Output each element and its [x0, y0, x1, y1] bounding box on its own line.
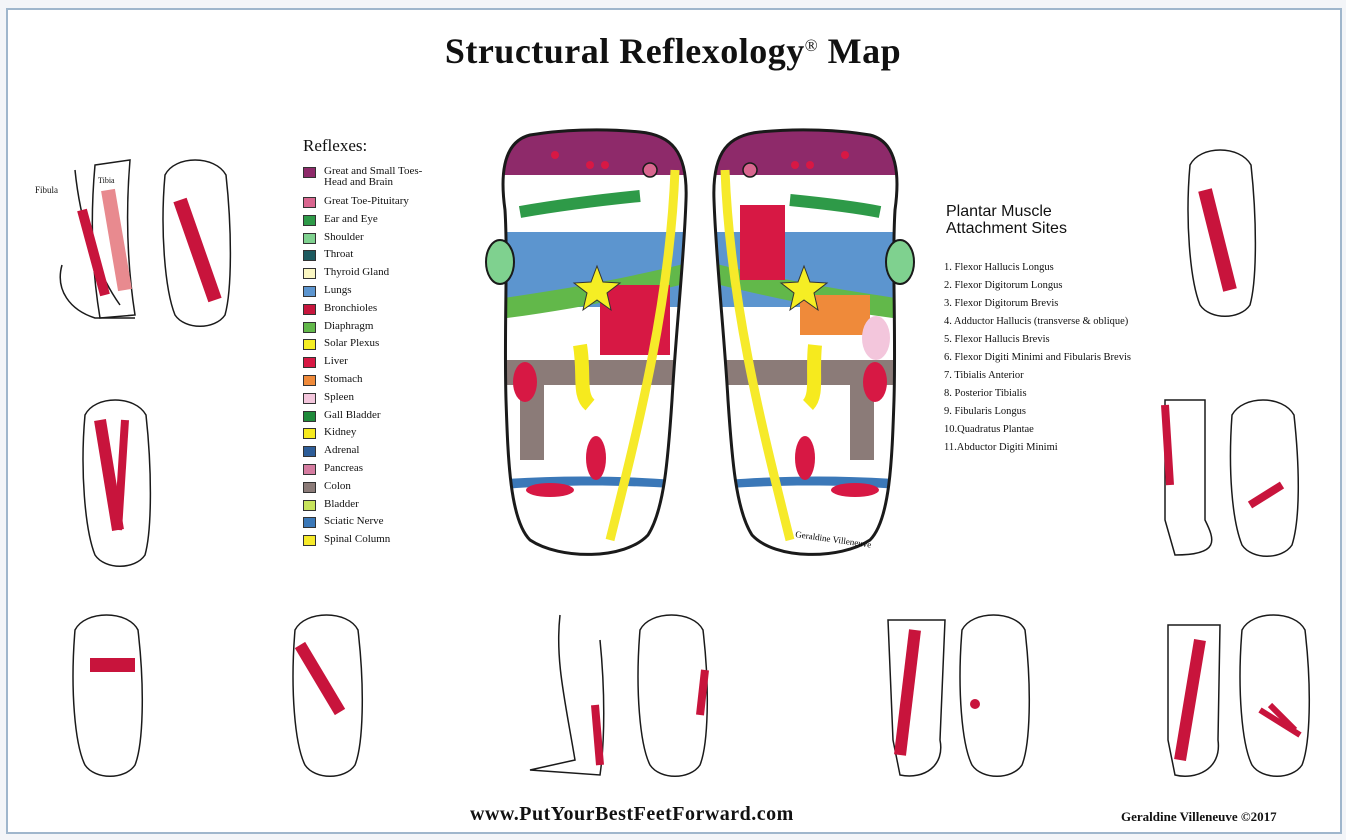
website-link[interactable]: www.PutYourBestFeetForward.com — [470, 803, 794, 826]
foot-sketch-7 — [638, 615, 707, 776]
author-credit: Geraldine Villeneuve ©2017 — [1121, 809, 1277, 825]
leg-sketch-7 — [530, 615, 604, 775]
fibula-label: Fibula — [35, 185, 58, 195]
foot-sketch-1 — [163, 160, 230, 326]
foot-sketch-3 — [1188, 150, 1255, 316]
tibia-label: Tibia — [98, 176, 115, 185]
foot-sketch-4 — [1230, 400, 1298, 556]
foot-sketch-2 — [83, 400, 150, 566]
foot-sketch-9 — [1240, 615, 1309, 776]
foot-sketch-5 — [73, 615, 142, 776]
leg-sketch-9 — [1168, 625, 1220, 776]
leg-bones-sketch: Fibula Tibia — [35, 160, 135, 318]
leg-sketch-right — [1165, 400, 1212, 555]
foot-sketch-8 — [960, 615, 1029, 776]
leg-sketch-8 — [888, 620, 945, 776]
foot-sketch-6 — [293, 615, 362, 776]
